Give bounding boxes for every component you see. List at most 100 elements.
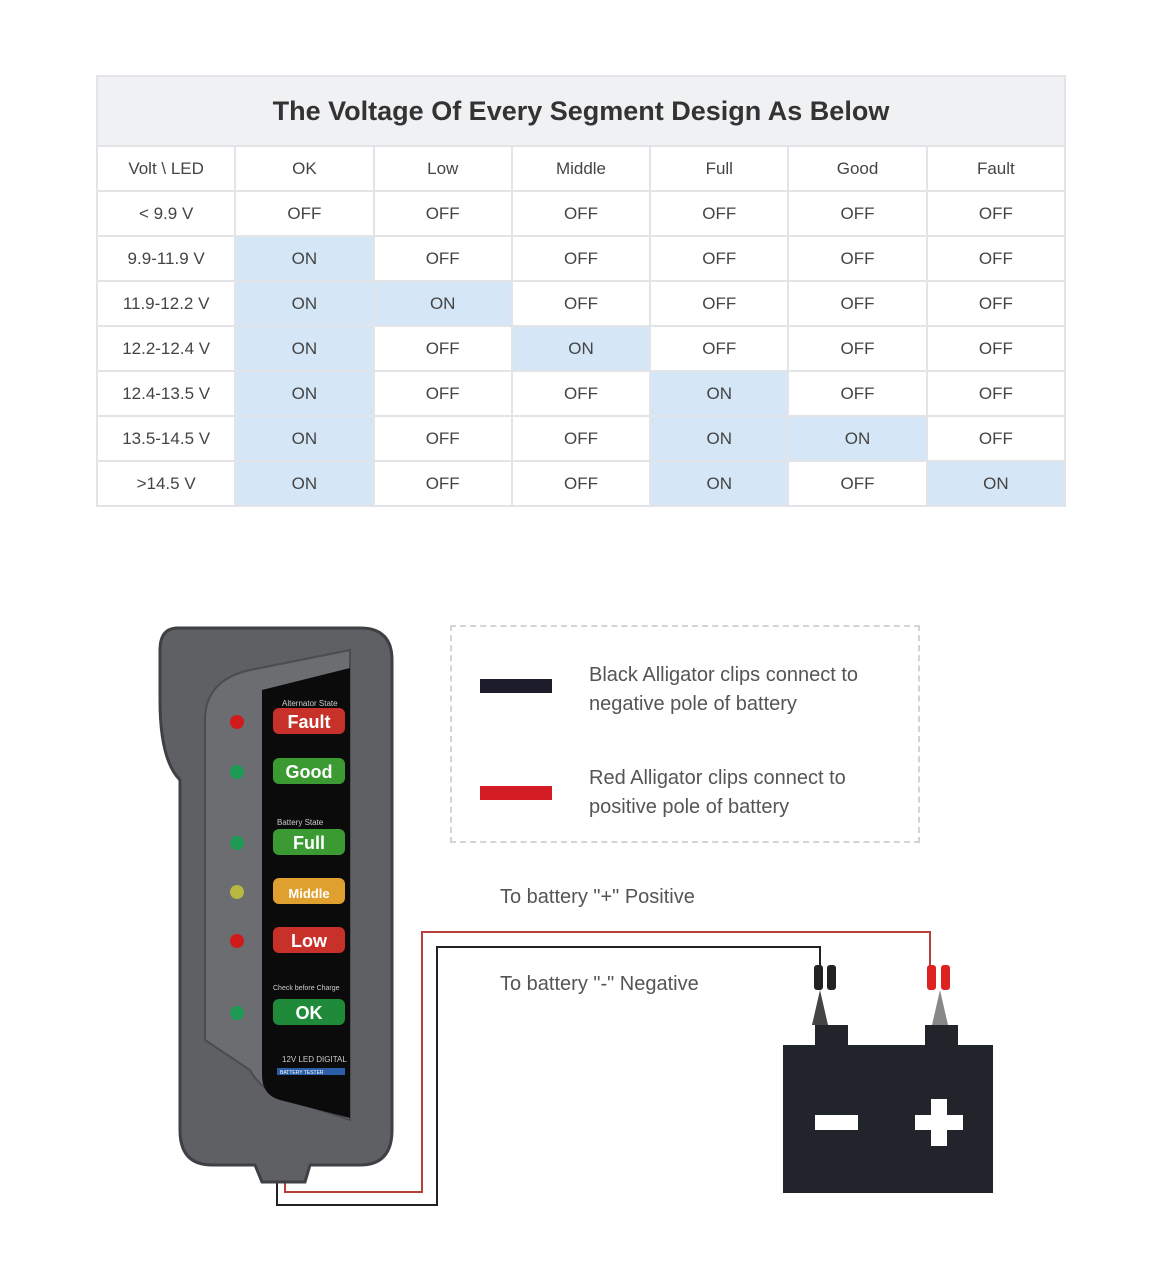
led-state-cell: OFF: [787, 235, 928, 282]
led-label: Good: [286, 762, 333, 782]
column-header: Good: [787, 145, 928, 192]
led-state-cell: OFF: [925, 280, 1067, 327]
voltage-range: 13.5-14.5 V: [95, 415, 237, 462]
led-state-cell: ON: [925, 460, 1067, 507]
led-label-badge: [273, 878, 345, 904]
positive-label: To battery "+" Positive: [500, 886, 695, 908]
led-indicator: [230, 934, 244, 948]
led-state-cell: OFF: [649, 190, 790, 237]
black-wire-swatch: [480, 679, 552, 693]
brand-label: 12V LED DIGITAL: [282, 1055, 347, 1064]
led-indicator: [230, 836, 244, 850]
alternator-state-label: Alternator State: [282, 699, 338, 708]
led-state-cell: OFF: [787, 190, 928, 237]
red-wire: [284, 931, 931, 1193]
check-before-charge-label: Check before Charge: [273, 985, 340, 992]
voltage-range: >14.5 V: [95, 460, 237, 507]
column-header: OK: [234, 145, 375, 192]
voltage-range: 12.2-12.4 V: [95, 325, 237, 372]
led-state-cell: OFF: [510, 460, 652, 507]
led-indicator: [230, 715, 244, 729]
led-state-cell: OFF: [372, 415, 513, 462]
wire-legend: Black Alligator clips connect to negativ…: [450, 625, 920, 843]
plus-icon: [915, 1099, 963, 1146]
led-state-cell: ON: [787, 415, 928, 462]
led-state-cell: OFF: [925, 190, 1067, 237]
tester-label: BATTERY TESTER: [280, 1070, 324, 1076]
led-state-cell: OFF: [510, 190, 652, 237]
led-state-cell: ON: [649, 370, 790, 417]
column-header: Volt \ LED: [95, 145, 237, 192]
red-clip-icon: [927, 965, 950, 1025]
led-label: Fault: [288, 712, 331, 732]
led-indicator: [230, 885, 244, 899]
led-state-cell: OFF: [372, 325, 513, 372]
led-label-badge: [273, 829, 345, 855]
led-label-badge: [273, 999, 345, 1025]
red-clip-note: Red Alligator clips connect to positive …: [589, 767, 846, 818]
black-clip-icon: [812, 965, 836, 1025]
led-state-cell: OFF: [649, 325, 790, 372]
led-state-cell: OFF: [649, 235, 790, 282]
battery-icon: [783, 1025, 993, 1193]
led-state-cell: OFF: [372, 235, 513, 282]
voltage-table: The Voltage Of Every Segment Design As B…: [95, 75, 1067, 507]
led-state-cell: OFF: [925, 415, 1067, 462]
led-state-cell: OFF: [372, 370, 513, 417]
voltage-range: 11.9-12.2 V: [95, 280, 237, 327]
column-header: Low: [372, 145, 513, 192]
led-state-cell: OFF: [787, 460, 928, 507]
led-state-cell: OFF: [787, 325, 928, 372]
column-header: Fault: [925, 145, 1067, 192]
led-state-cell: OFF: [510, 235, 652, 282]
led-label-badge: [273, 758, 345, 784]
led-state-cell: OFF: [925, 370, 1067, 417]
led-state-cell: ON: [649, 415, 790, 462]
battery-state-label: Battery State: [277, 818, 324, 827]
led-label-badge: [273, 927, 345, 953]
led-state-cell: ON: [234, 325, 375, 372]
negative-label: To battery "-" Negative: [500, 973, 699, 995]
led-state-cell: OFF: [925, 325, 1067, 372]
led-state-cell: OFF: [510, 280, 652, 327]
led-state-cell: ON: [234, 415, 375, 462]
led-indicator: [230, 765, 244, 779]
led-label: Middle: [288, 886, 329, 901]
led-state-cell: ON: [234, 280, 375, 327]
led-state-cell: OFF: [787, 280, 928, 327]
led-label-badge: [273, 708, 345, 734]
red-wire-swatch: [480, 786, 552, 800]
led-indicator: [230, 1006, 244, 1020]
led-state-cell: ON: [649, 460, 790, 507]
led-state-cell: OFF: [787, 370, 928, 417]
led-state-cell: OFF: [649, 280, 790, 327]
led-state-cell: ON: [510, 325, 652, 372]
led-state-cell: OFF: [234, 190, 375, 237]
led-state-cell: ON: [234, 235, 375, 282]
led-label: Low: [291, 931, 328, 951]
voltage-range: 12.4-13.5 V: [95, 370, 237, 417]
black-clip-note: Black Alligator clips connect to negativ…: [589, 664, 859, 715]
led-state-cell: OFF: [372, 190, 513, 237]
led-state-cell: OFF: [372, 460, 513, 507]
minus-icon: [815, 1115, 858, 1130]
led-state-cell: OFF: [925, 235, 1067, 282]
led-state-cell: OFF: [510, 415, 652, 462]
led-label: OK: [296, 1003, 323, 1023]
table-title: The Voltage Of Every Segment Design As B…: [96, 75, 1066, 147]
led-state-cell: ON: [234, 370, 375, 417]
led-state-cell: ON: [372, 280, 513, 327]
led-label: Full: [293, 833, 325, 853]
black-wire: [276, 946, 821, 1206]
voltage-range: < 9.9 V: [95, 190, 237, 237]
